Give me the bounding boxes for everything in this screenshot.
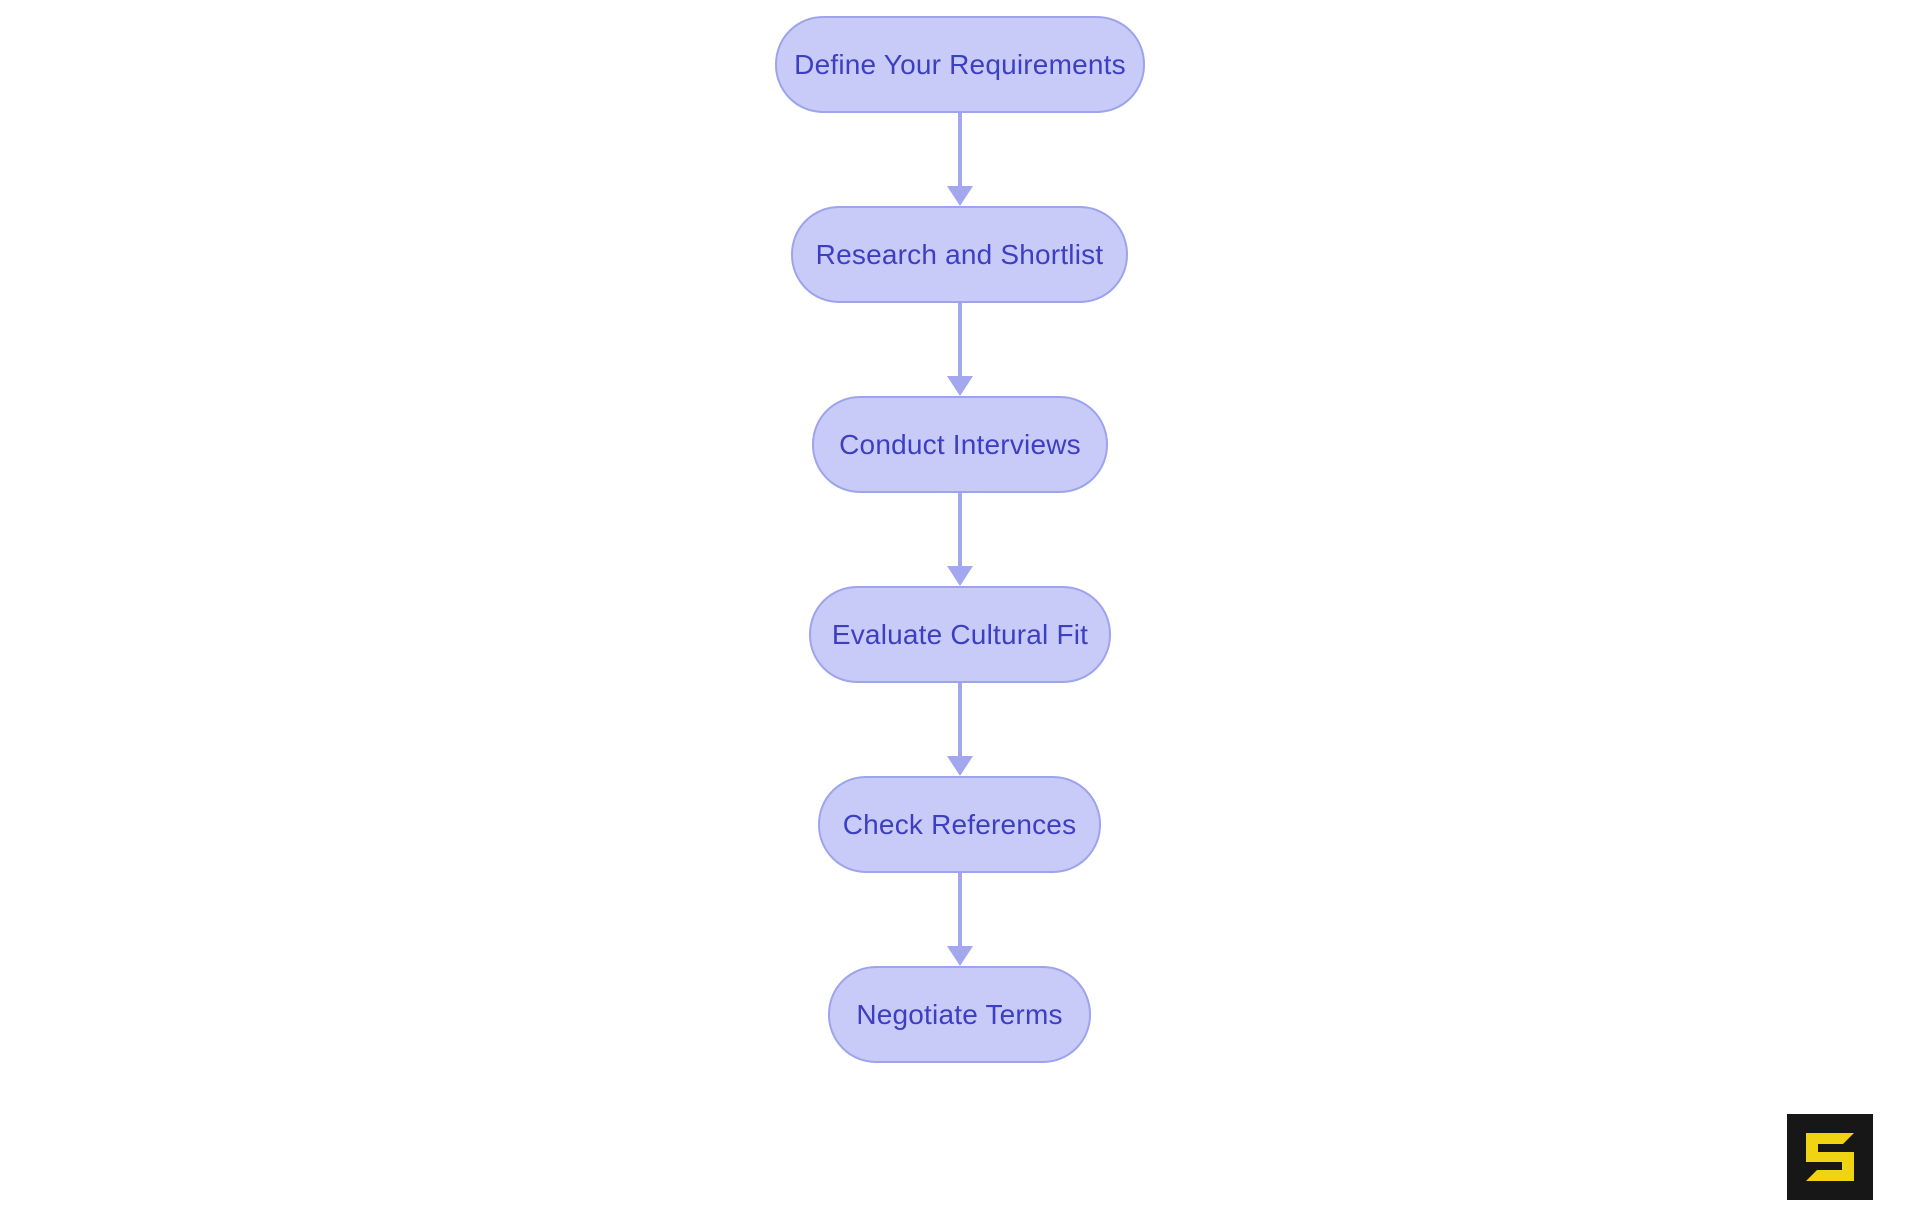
arrow-line: [958, 303, 962, 376]
arrow-line: [958, 683, 962, 756]
arrow-line: [958, 873, 962, 946]
s-logo-icon: [1806, 1133, 1854, 1181]
flow-node-evaluate-cultural-fit: Evaluate Cultural Fit: [809, 586, 1111, 683]
flow-arrow-3: [947, 493, 973, 586]
flow-node-label: Conduct Interviews: [839, 428, 1081, 460]
flow-node-define-requirements: Define Your Requirements: [775, 16, 1145, 113]
arrow-line: [958, 113, 962, 186]
flow-node-label: Check References: [842, 808, 1077, 840]
arrow-head-icon: [947, 756, 973, 776]
flow-arrow-5: [947, 873, 973, 966]
flow-arrow-2: [947, 303, 973, 396]
flow-node-label: Negotiate Terms: [856, 998, 1063, 1030]
arrow-head-icon: [947, 376, 973, 396]
arrow-head-icon: [947, 186, 973, 206]
brand-logo: [1787, 1114, 1873, 1200]
flow-arrow-1: [947, 113, 973, 206]
flow-node-conduct-interviews: Conduct Interviews: [812, 396, 1108, 493]
arrow-line: [958, 493, 962, 566]
flow-node-research-shortlist: Research and Shortlist: [791, 206, 1128, 303]
flow-node-label: Evaluate Cultural Fit: [831, 618, 1089, 650]
arrow-head-icon: [947, 566, 973, 586]
flow-node-check-references: Check References: [818, 776, 1101, 873]
flow-node-negotiate-terms: Negotiate Terms: [828, 966, 1091, 1063]
flow-arrow-4: [947, 683, 973, 776]
flow-node-label: Research and Shortlist: [815, 238, 1104, 270]
flow-node-label: Define Your Requirements: [794, 48, 1126, 80]
arrow-head-icon: [947, 946, 973, 966]
